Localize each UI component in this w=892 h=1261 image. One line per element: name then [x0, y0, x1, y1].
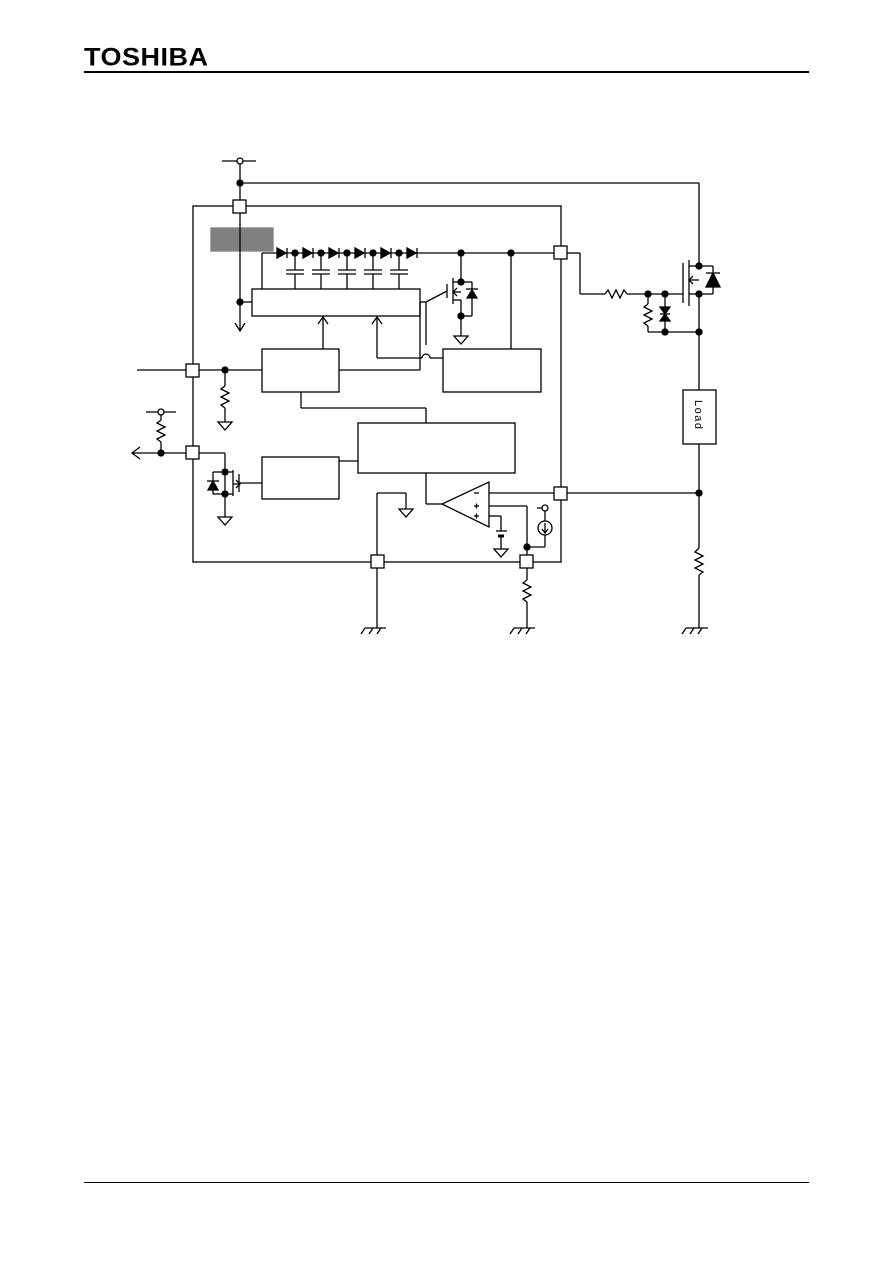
diag-driver-block: [261, 456, 340, 500]
gate-output-wire: [510, 252, 683, 349]
input-pin: [185, 363, 200, 378]
gate-pin: [553, 245, 568, 260]
internal-gate-mosfet: [425, 253, 479, 345]
input-wire: [137, 366, 262, 431]
logic-connections: [300, 301, 443, 423]
sense-pin: [553, 486, 568, 501]
vbb-pin: [232, 199, 247, 214]
diode-chain: [261, 246, 561, 289]
reference-pin: [519, 554, 534, 569]
load-label: Load: [692, 400, 704, 430]
header-rule: [84, 71, 809, 73]
ground-gnd: [360, 568, 386, 635]
sense-resistor: [693, 547, 705, 628]
input-logic-block: [261, 348, 340, 393]
protection-block: [442, 348, 542, 393]
gnd-pin: [370, 554, 385, 569]
comparator: [425, 473, 699, 558]
reference-resistor: [509, 568, 535, 635]
charge-pump-block: [210, 227, 274, 252]
pump-capacitors: [286, 253, 408, 289]
diag-pin: [185, 445, 200, 460]
diagnostic-output: [130, 408, 226, 472]
internal-ground: [376, 492, 415, 555]
oscillator-block: [251, 288, 421, 317]
footer-rule: [84, 1182, 809, 1183]
diagnostic-control-block: [357, 422, 516, 474]
internal-supply-branch: [234, 213, 252, 333]
diag-mosfet: [206, 468, 262, 526]
gate-protection: [642, 290, 703, 336]
ground-right: [681, 627, 708, 635]
vbb-supply-terminal: [222, 157, 700, 262]
external-power-mosfet: [682, 260, 722, 390]
load-box: [682, 389, 717, 445]
toshiba-logo: TOSHIBA: [84, 43, 209, 71]
